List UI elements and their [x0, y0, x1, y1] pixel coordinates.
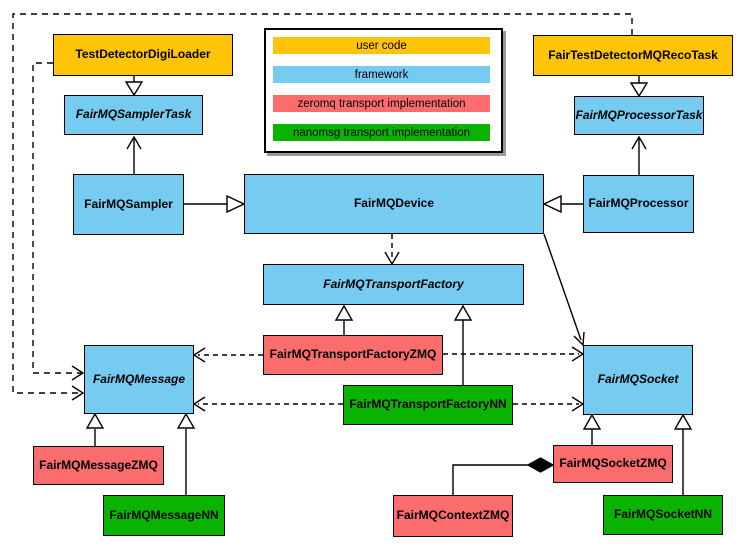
- edge-messagenn-message: [176, 412, 196, 495]
- edge-digiloader-samplertask: [124, 76, 144, 97]
- edge-digiloader-to-message: [32, 62, 85, 381]
- class-label: FairMQTransportFactoryNN: [349, 397, 507, 412]
- legend-item-user-code: user code: [273, 37, 490, 54]
- class-box-test-detector-digi-loader: TestDetectorDigiLoader: [53, 34, 233, 76]
- class-label: FairTestDetectorMQRecoTask: [548, 47, 718, 62]
- class-box-fairmq-device: FairMQDevice: [244, 174, 544, 234]
- class-label: FairMQProcessor: [588, 196, 689, 211]
- class-label: FairMQMessageZMQ: [39, 457, 158, 472]
- class-box-fairmq-transport-factory-zmq: FairMQTransportFactoryZMQ: [263, 335, 443, 375]
- edge-tfzmq-message: [192, 347, 263, 363]
- edge-device-socket: [543, 233, 585, 347]
- class-label: FairMQTransportFactoryZMQ: [269, 347, 437, 362]
- class-label: FairMQSamplerTask: [75, 107, 192, 122]
- edge-sampler-samplertask: [126, 135, 142, 174]
- edge-tfzmq-socket: [443, 346, 585, 362]
- class-label: FairMQTransportFactory: [323, 276, 464, 291]
- class-label: TestDetectorDigiLoader: [75, 47, 211, 62]
- class-box-fairmq-socket: FairMQSocket: [583, 345, 693, 415]
- class-box-fairmq-processor: FairMQProcessor: [583, 175, 694, 233]
- legend-item-nanomsg: nanomsg transport implementation: [273, 124, 490, 141]
- class-label: FairMQMessage: [92, 371, 186, 386]
- edge-device-transportfactory: [384, 234, 400, 266]
- edge-tfnn-socket: [513, 396, 585, 412]
- class-box-fairmq-transport-factory-nn: FairMQTransportFactoryNN: [343, 385, 513, 425]
- edge-socketnn-socket: [673, 413, 693, 495]
- edge-processor-processortask: [631, 135, 647, 175]
- class-box-fair-test-detector-mq-reco-task: FairTestDetectorMQRecoTask: [533, 35, 733, 76]
- class-box-fairmq-message-zmq: FairMQMessageZMQ: [33, 446, 164, 485]
- class-label: FairMQSocketNN: [613, 507, 713, 522]
- class-box-fairmq-context-zmq: FairMQContextZMQ: [393, 495, 513, 537]
- class-label: FairMQMessageNN: [109, 507, 219, 522]
- edge-tfnn-message: [192, 396, 343, 412]
- edge-socketzmq-socket: [582, 413, 602, 445]
- class-label: FairMQProcessorTask: [575, 107, 703, 122]
- class-label: FairMQSampler: [84, 196, 173, 211]
- edge-contextzmq-socketzmq: [452, 457, 555, 495]
- edge-recotask-to-message: [12, 13, 633, 401]
- class-box-fairmq-message-nn: FairMQMessageNN: [103, 495, 225, 536]
- legend-label-zeromq: zeromq transport implementation: [297, 97, 466, 110]
- class-label: FairMQContextZMQ: [396, 508, 510, 523]
- edge-processor-device: [542, 194, 583, 214]
- class-box-fairmq-socket-nn: FairMQSocketNN: [603, 495, 723, 535]
- legend-item-framework: framework: [273, 66, 490, 83]
- class-box-fairmq-transport-factory: FairMQTransportFactory: [263, 264, 524, 305]
- class-label: FairMQSocket: [597, 372, 679, 387]
- edge-recotask-processortask: [629, 76, 649, 98]
- class-box-fairmq-processor-task: FairMQProcessorTask: [574, 96, 704, 135]
- class-box-fairmq-socket-zmq: FairMQSocketZMQ: [553, 445, 673, 483]
- class-box-fairmq-sampler: FairMQSampler: [73, 174, 184, 235]
- legend-box: user code framework zeromq transport imp…: [264, 28, 503, 153]
- edge-messagezmq-message: [85, 412, 105, 446]
- legend-item-zeromq: zeromq transport implementation: [273, 95, 490, 112]
- class-box-fairmq-message: FairMQMessage: [84, 345, 194, 414]
- edge-tfnn-transportfactory: [453, 304, 473, 385]
- legend-label-framework: framework: [354, 68, 409, 81]
- class-label: FairMQSocketZMQ: [559, 456, 667, 471]
- class-box-fairmq-sampler-task: FairMQSamplerTask: [64, 95, 203, 135]
- edge-tfzmq-transportfactory: [334, 304, 354, 335]
- edge-sampler-device: [184, 194, 246, 214]
- legend-label-user-code: user code: [356, 39, 407, 52]
- legend-label-nanomsg: nanomsg transport implementation: [292, 126, 471, 139]
- class-label: FairMQDevice: [353, 196, 435, 211]
